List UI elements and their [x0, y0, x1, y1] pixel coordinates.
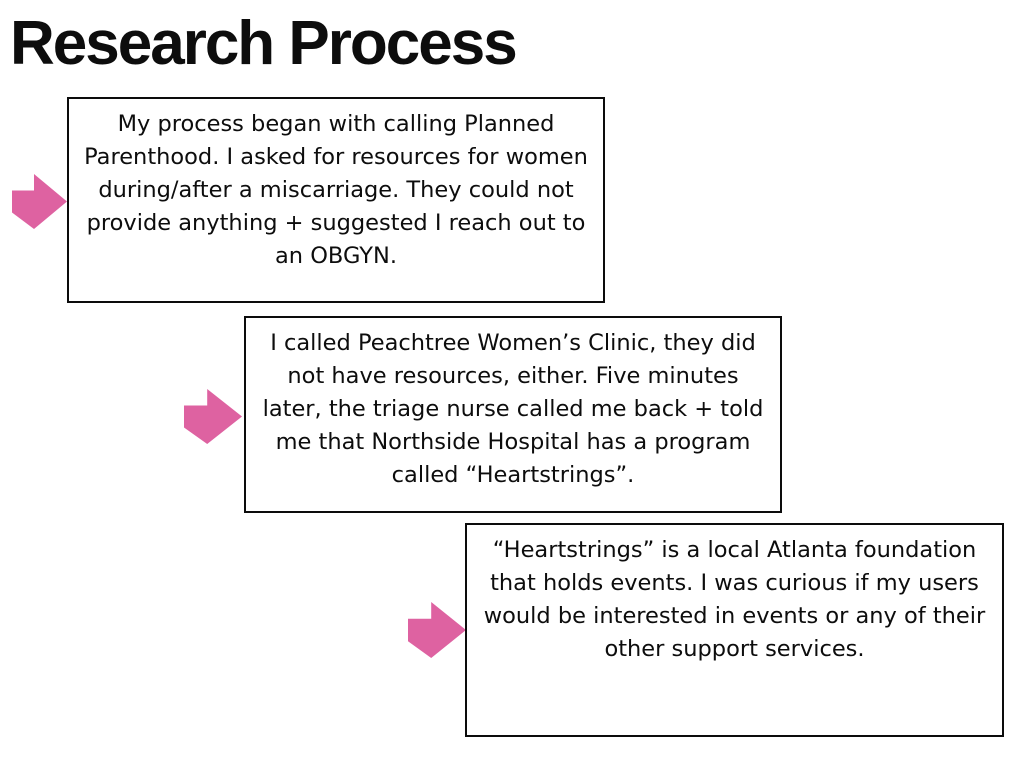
process-step-box-1: My process began with calling Planned Pa…: [67, 97, 605, 303]
slide-title: Research Process: [10, 9, 518, 78]
right-arrow-icon: [184, 389, 242, 444]
process-step-text: “Heartstrings” is a local Atlanta founda…: [483, 537, 986, 662]
process-step-text: My process began with calling Planned Pa…: [84, 111, 588, 269]
right-arrow-icon: [12, 174, 67, 229]
right-arrow-icon: [408, 602, 466, 658]
process-step-box-2: I called Peachtree Women’s Clinic, they …: [244, 316, 782, 513]
process-step-text: I called Peachtree Women’s Clinic, they …: [262, 330, 764, 488]
process-step-box-3: “Heartstrings” is a local Atlanta founda…: [465, 523, 1004, 737]
